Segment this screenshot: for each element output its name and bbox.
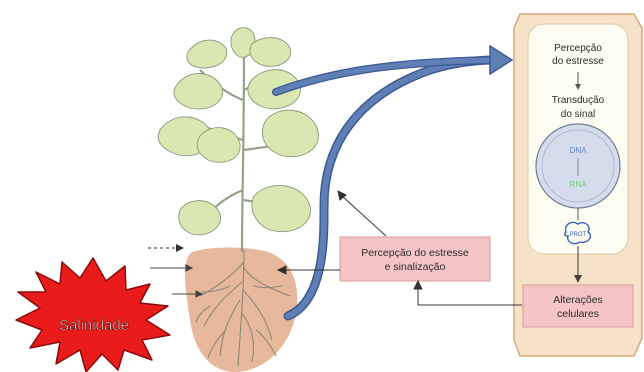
cell-step1-line2: do estresse xyxy=(552,56,604,67)
sensing-label-box xyxy=(340,237,490,281)
cellular-changes-line2: celulares xyxy=(557,308,599,320)
salinity-burst: Salinidade xyxy=(16,258,170,372)
root-zone xyxy=(185,248,297,372)
leaf xyxy=(250,38,291,67)
leaves xyxy=(158,28,318,235)
cellular-changes-line1: Alterações xyxy=(553,294,603,306)
cell-step2-line2: do sinal xyxy=(561,109,595,120)
dashed-arrow xyxy=(148,244,184,252)
cellular-changes-box xyxy=(523,285,633,327)
leaf xyxy=(252,185,310,231)
leaf xyxy=(187,40,227,68)
plant xyxy=(158,28,318,372)
burst-shape xyxy=(16,258,170,372)
leaf xyxy=(174,73,223,109)
salinity-label: Salinidade xyxy=(59,317,129,334)
nucleus-rna-text: RNA xyxy=(570,180,588,189)
cell-step2-line1: Transdução xyxy=(552,95,605,106)
cell-step1-line1: Percepção xyxy=(554,43,602,54)
leaf xyxy=(179,201,221,235)
leaf xyxy=(262,110,318,157)
sensing-label-line1: Percepção do estresse xyxy=(361,247,469,259)
leaf xyxy=(197,128,240,163)
arrowhead xyxy=(490,46,512,74)
sensing-label-line2: e sinalização xyxy=(385,261,446,273)
protein-text: PROT xyxy=(570,232,587,238)
nucleus-dna-text: DNA xyxy=(570,146,588,155)
